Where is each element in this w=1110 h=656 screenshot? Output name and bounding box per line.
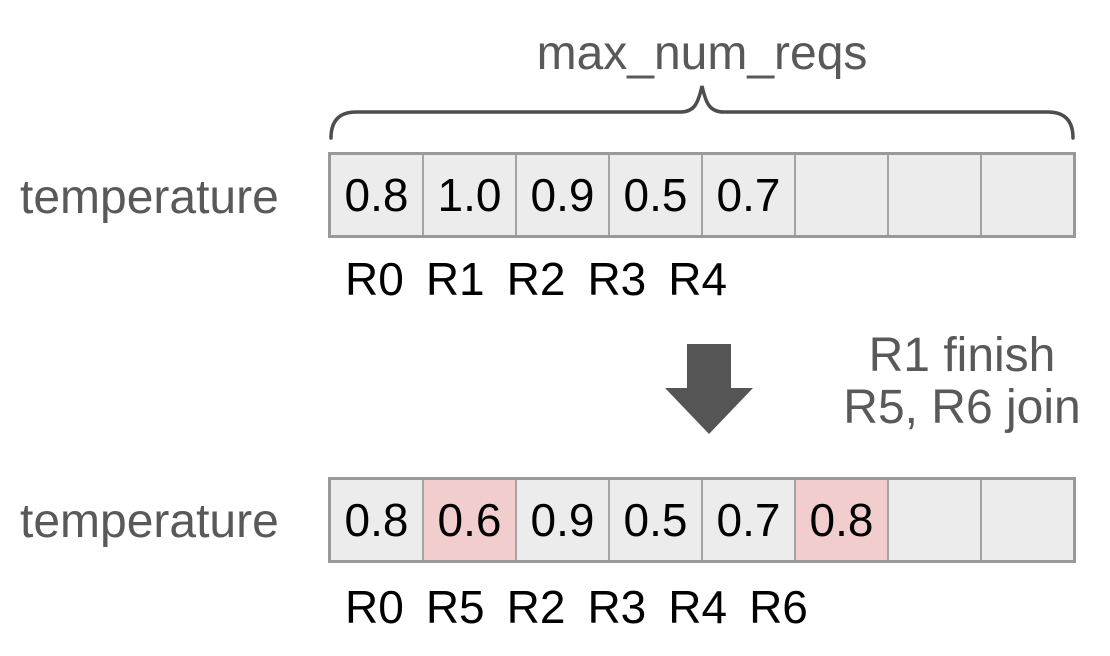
request-label: R3: [587, 581, 647, 633]
transition-line-2: R5, R6 join: [843, 381, 1081, 434]
request-labels-bottom: R0 R5 R2 R3 R4 R6: [345, 580, 808, 634]
array-cell: 0.5: [610, 480, 703, 560]
transition-line-1: R1 finish: [868, 329, 1056, 382]
cell-value: 0.8: [344, 169, 409, 221]
request-label: R4: [668, 581, 728, 633]
array-cell: [889, 480, 982, 560]
array-cell: 0.7: [703, 480, 796, 560]
request-label: R2: [506, 253, 566, 305]
request-label: R0: [345, 581, 404, 633]
request-label: R6: [749, 581, 808, 633]
transition-annotation: R1 finish R5, R6 join: [843, 330, 1080, 434]
cell-value: 0.7: [716, 169, 781, 221]
array-cell: 1.0: [424, 155, 517, 235]
request-label: R2: [506, 581, 566, 633]
array-cell: 0.6: [424, 480, 517, 560]
temperature-array-bottom: 0.8 0.6 0.9 0.5 0.7 0.8: [328, 477, 1076, 563]
array-cell: [982, 155, 1073, 235]
temperature-array-top: 0.8 1.0 0.9 0.5 0.7: [328, 152, 1076, 238]
array-cell: 0.5: [610, 155, 703, 235]
array-cell: 0.8: [331, 155, 424, 235]
temperature-label-top: temperature: [20, 171, 279, 224]
cell-value: 0.5: [623, 169, 688, 221]
array-cell: 0.8: [796, 480, 889, 560]
cell-value: 0.5: [623, 494, 688, 546]
array-cell: 0.9: [517, 480, 610, 560]
cell-value: 0.9: [530, 169, 595, 221]
cell-value: 0.8: [809, 494, 874, 546]
temperature-label-bottom: temperature: [20, 495, 279, 548]
array-cell: [982, 480, 1073, 560]
request-label: R4: [668, 253, 728, 305]
max-num-reqs-label: max_num_reqs: [536, 27, 868, 80]
request-label: R1: [425, 253, 485, 305]
cell-value: 1.0: [437, 169, 502, 221]
array-cell: 0.7: [703, 155, 796, 235]
curly-brace: [329, 85, 1075, 140]
request-label: R3: [587, 253, 647, 305]
request-label: R0: [345, 253, 404, 305]
array-cell: 0.9: [517, 155, 610, 235]
cell-value: 0.8: [344, 494, 409, 546]
request-labels-top: R0 R1 R2 R3 R4: [345, 252, 727, 306]
cell-value: 0.6: [437, 494, 502, 546]
cell-value: 0.9: [530, 494, 595, 546]
array-cell: [796, 155, 889, 235]
cell-value: 0.7: [716, 494, 781, 546]
request-label: R5: [425, 581, 485, 633]
down-arrow-icon: [665, 344, 753, 434]
array-cell: 0.8: [331, 480, 424, 560]
array-cell: [889, 155, 982, 235]
